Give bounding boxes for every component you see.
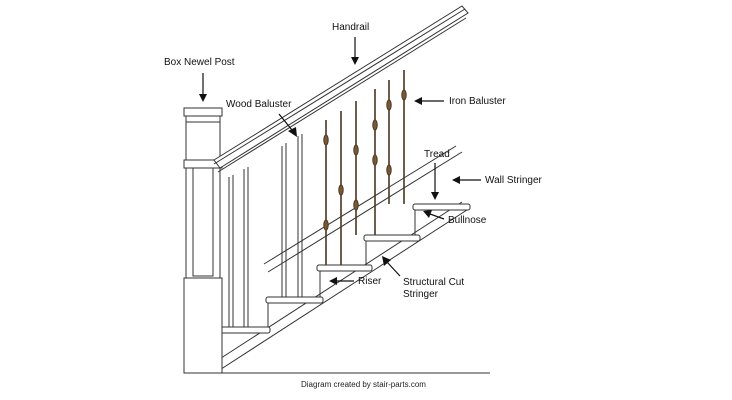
diagram-credit: Diagram created by stair-parts.com [301, 380, 426, 389]
label-iron-baluster: Iron Baluster [449, 96, 506, 107]
arrow-wood-baluster [278, 113, 297, 137]
label-tread: Tread [424, 149, 450, 160]
arrow-box-newel-post [199, 73, 207, 102]
label-riser: Riser [358, 276, 382, 287]
tread-3 [316, 264, 373, 272]
tread-4 [363, 234, 421, 242]
wood-balusters [228, 134, 303, 327]
label-wood-baluster: Wood Baluster [226, 99, 292, 110]
tread-5 [412, 203, 471, 211]
tread-1 [214, 326, 271, 334]
arrow-iron-baluster [414, 97, 444, 105]
wall-stringer [263, 145, 463, 273]
treads [214, 203, 471, 334]
structural-cut-stringer [214, 201, 471, 374]
handrail [213, 5, 469, 173]
arrow-riser [329, 277, 354, 285]
label-bullnose: Bullnose [448, 215, 487, 226]
label-handrail: Handrail [332, 22, 369, 33]
arrow-structural-cut-stringer [382, 256, 401, 277]
label-box-newel-post: Box Newel Post [164, 57, 235, 68]
iron-balusters [323, 70, 407, 265]
arrow-handrail [351, 37, 359, 65]
label-structural-cut-stringer-line2: Stringer [403, 289, 439, 300]
label-wall-stringer: Wall Stringer [485, 175, 543, 186]
tread-2 [265, 296, 324, 304]
box-newel-post [183, 107, 223, 374]
label-structural-cut-stringer-line1: Structural Cut [403, 277, 464, 288]
arrow-bullnose [423, 210, 445, 220]
arrow-tread [431, 163, 439, 200]
arrow-wall-stringer [452, 176, 481, 184]
